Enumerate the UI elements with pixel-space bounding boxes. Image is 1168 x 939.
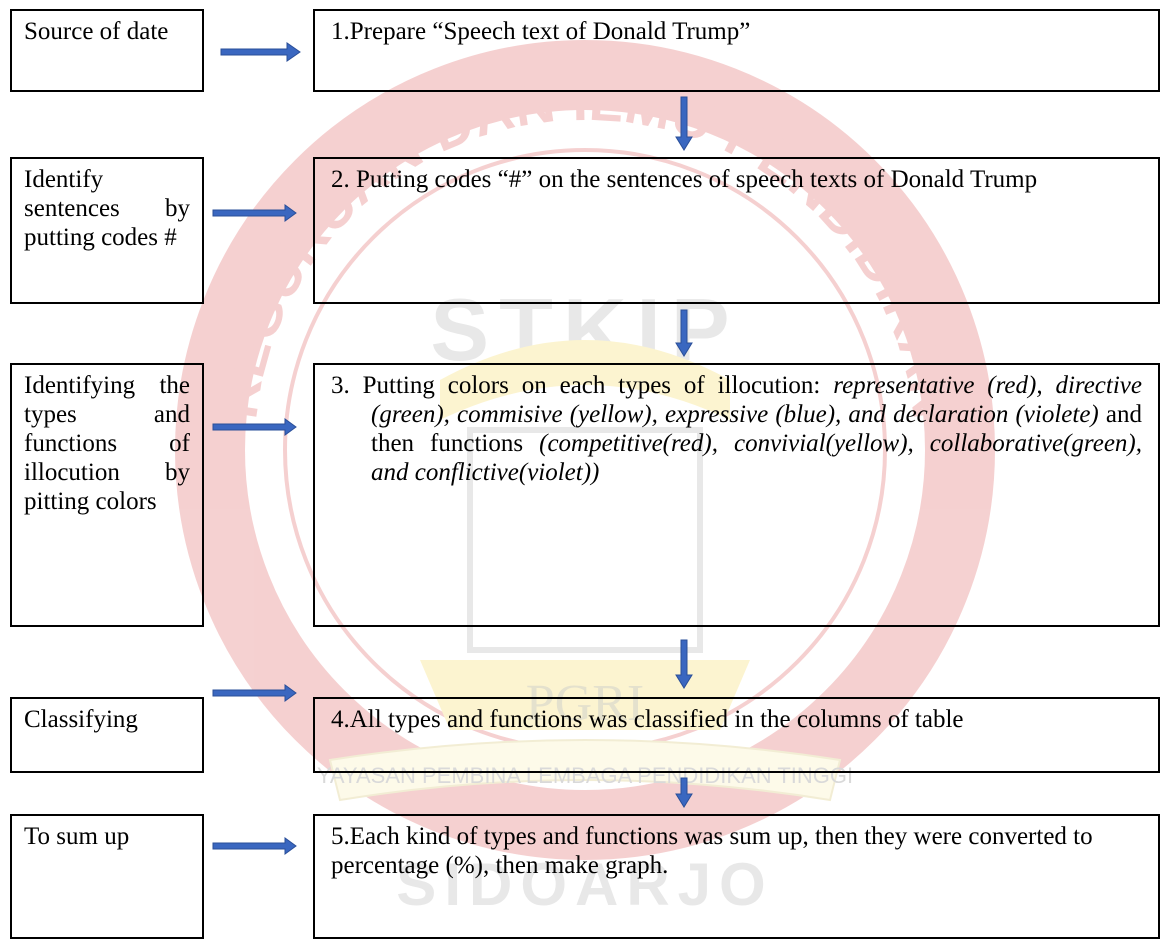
arrow-down-4 (675, 777, 693, 808)
step-5-description: 5.Each kind of types and functions was s… (331, 823, 1093, 879)
arrow-down-3 (675, 639, 693, 689)
watermark-emblem-text: PGRI (526, 675, 644, 732)
watermark-banner: YAYASAN PEMBINA LEMBAGA PENDIDIKAN TINGG… (317, 763, 853, 788)
step-1-label-box: Source of date (10, 9, 204, 92)
step-3-label-box: Identifying the types and functions of i… (10, 363, 204, 627)
step-5-label-box: To sum up (10, 814, 204, 939)
arrow-right-2 (212, 204, 297, 222)
step-2-label-box: Identify sentences by putting codes # (10, 157, 204, 304)
arrow-down-1 (675, 96, 693, 151)
step-4-label-box: Classifying (10, 697, 204, 773)
step-3-illocution-types: representative (red), directive (green),… (371, 372, 1142, 428)
step-3-functions: (competitive(red), convivial(yellow), co… (371, 430, 1142, 486)
step-4-description-box: 4.All types and functions was classified… (313, 697, 1160, 773)
watermark-center-text: STKIP (430, 280, 739, 379)
step-2-description: 2. Putting codes “#” on the sentences of… (331, 166, 1038, 193)
step-1-description-box: 1.Prepare “Speech text of Donald Trump” (313, 9, 1160, 92)
step-3-description-box: 3. Putting colors on each types of illoc… (313, 363, 1160, 627)
arrow-down-2 (675, 309, 693, 357)
arrow-right-1 (220, 42, 301, 62)
step-1-description: 1.Prepare “Speech text of Donald Trump” (331, 18, 751, 45)
arrow-right-4 (212, 684, 297, 702)
arrow-right-5 (212, 837, 297, 855)
watermark-bottom-text: SIDOARJO (396, 851, 773, 918)
step-2-description-box: 2. Putting codes “#” on the sentences of… (313, 157, 1160, 304)
step-3-description-middle: and then functions (371, 401, 1142, 457)
step-4-description: 4.All types and functions was classified… (331, 706, 964, 733)
arrow-right-3 (212, 418, 297, 436)
step-4-label: Classifying (24, 706, 138, 733)
step-3-label: Identifying the types and functions of i… (24, 372, 190, 515)
step-2-label: Identify sentences by putting codes # (24, 166, 190, 251)
step-1-label: Source of date (24, 18, 169, 45)
step-5-description-box: 5.Each kind of types and functions was s… (313, 814, 1160, 939)
step-5-label: To sum up (24, 823, 130, 850)
step-3-description-lead: 3. Putting colors on each types of illoc… (331, 372, 834, 399)
